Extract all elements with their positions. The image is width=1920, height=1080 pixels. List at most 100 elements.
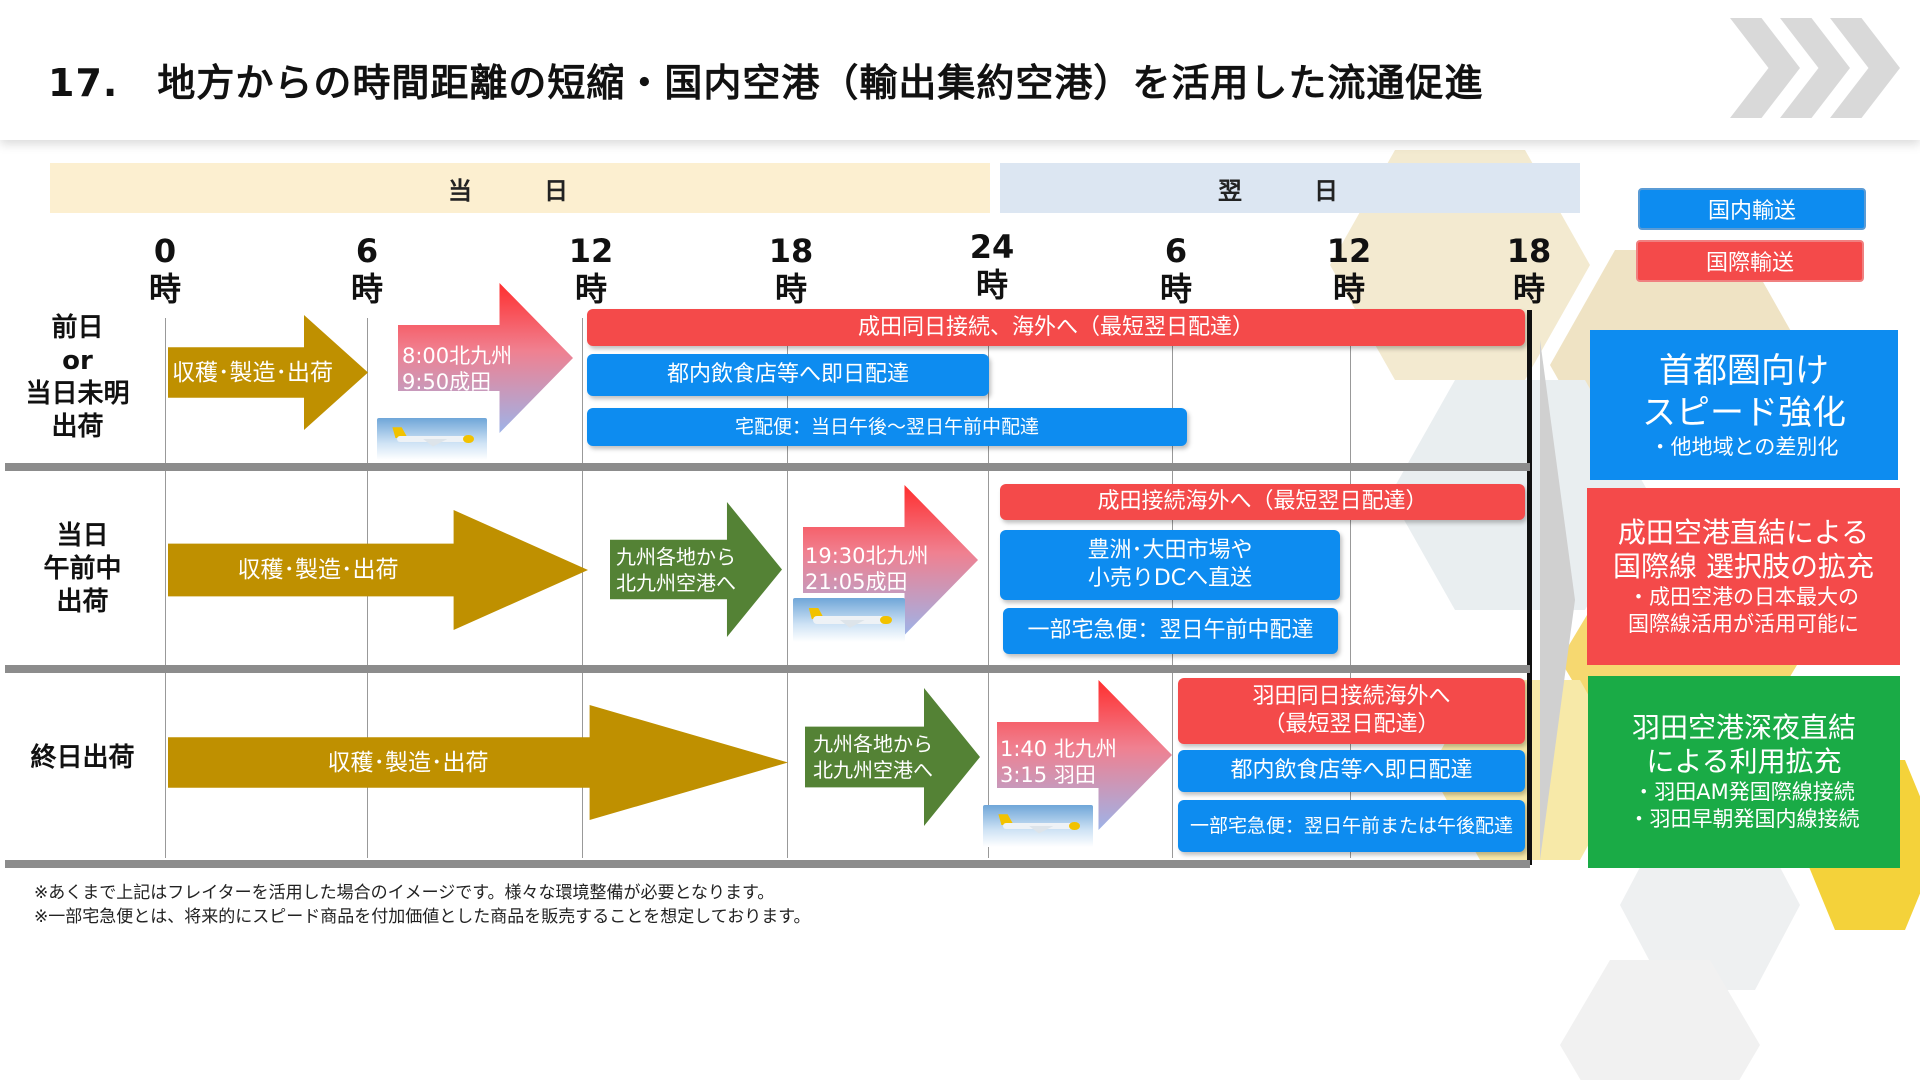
hour-label: 6 [1164,232,1188,270]
hour-label: 18 [768,232,814,270]
result-box-speed: 首都圏向け スピード強化 ・他地域との差別化 [1590,330,1898,480]
hour-unit: 時 [1512,270,1545,308]
row-label-line: 出荷 [56,587,109,617]
day-band-next-day: 翌 日 [1000,163,1580,213]
toyosu-market-bar: 豊洲･大田市場や 小売りDCへ直送 [1000,530,1340,600]
arrow-label: 収穫･製造･出荷 [327,749,489,776]
legend-domestic: 国内輸送 [1638,188,1866,230]
bar-label-line: 小売りDCへ直送 [1087,566,1253,591]
airplane-image [377,418,487,460]
narita-connection-bar: 成田接続海外へ（最短翌日配達） [1000,484,1525,520]
bar-label-line: 羽田同日接続海外へ [1252,684,1451,709]
flight-times: 19:30北九州 21:05成田 [805,543,929,595]
row-label-all-day: 終日出荷 [15,742,150,775]
bar-label: 宅配便：当日午後～翌日午前中配達 [734,416,1039,438]
arrow-label-line: 北九州空港へ [616,570,736,595]
flight-time-line: 9:50成田 [402,370,492,394]
grid-line [787,318,788,858]
airplane-image [983,805,1093,847]
result-heading-line: 羽田空港深夜直結 [1631,711,1856,744]
row-label-line: 午前中 [43,554,122,584]
arrow-label-line: 九州各地から [616,544,736,569]
row-label-line: 当日未明 [25,379,130,409]
bar-label: 都内飲食店等へ即日配達 [1230,758,1473,783]
hour-label: 24 [969,228,1015,266]
legend-international: 国際輸送 [1636,240,1864,282]
legend-international-label: 国際輸送 [1705,251,1794,276]
arrow-label-line: 北九州空港へ [813,758,933,782]
header-bar: 17. 地方からの時間距離の短縮・国内空港（輸出集約空港）を活用した流通促進 [0,0,1920,140]
hour-unit: 時 [574,270,607,308]
result-sub-line: ・羽田早朝発国内線接続 [1628,807,1860,831]
flight-time-line: 8:00北九州 [402,344,513,368]
grid-line [582,318,583,858]
row-label-line: 当日 [56,521,109,551]
express-delivery-bar: 一部宅急便：翌日午前中配達 [1003,608,1338,654]
flight-times: 1:40 北九州 3:15 羽田 [1000,736,1117,788]
footnote: ※あくまで上記はフレイターを活用した場合のイメージです。様々な環境整備が必要とな… [34,883,775,903]
tokyo-restaurant-bar: 都内飲食店等へ即日配達 [1178,750,1525,792]
bar-label: 成田同日接続、海外へ（最短翌日配達） [857,314,1254,340]
hour-unit: 時 [350,270,383,308]
row-label-morning: 当日 午前中 出荷 [20,520,145,619]
hour-unit: 時 [1159,270,1192,308]
slide-title: 17. 地方からの時間距離の短縮・国内空港（輸出集約空港）を活用した流通促進 [48,61,1484,105]
arrow-label: 収穫･製造･出荷 [172,359,333,386]
result-heading-line: 国際線 選択肢の拡充 [1613,549,1874,583]
hour-label: 0 [153,232,177,270]
home-delivery-bar: 宅配便：当日午後～翌日午前中配達 [587,408,1187,446]
arrow-label: 収穫･製造･出荷 [237,557,399,583]
hour-label: 12 [568,232,614,270]
narita-same-day-bar: 成田同日接続、海外へ（最短翌日配達） [587,309,1525,346]
day-band-today: 当 日 [50,163,990,213]
row-separator [5,860,1530,868]
bar-label-line: 豊洲･大田市場や [1087,538,1253,563]
flight-time-line: 3:15 羽田 [1000,763,1096,787]
bar-label: 一部宅急便：翌日午前中配達 [1027,618,1314,643]
hour-label: 6 [355,232,379,270]
result-sub-line: ・成田空港の日本最大の [1628,584,1859,609]
row-separator [5,665,1530,673]
flight-time-line: 21:05成田 [805,570,908,594]
bar-label-line: （最短翌日配達） [1263,712,1440,737]
deadline-line [1527,310,1532,865]
chevron-icon [1730,18,1800,118]
row-label-line: 出荷 [51,412,104,442]
bar-label: 都内飲食店等へ即日配達 [666,362,909,387]
row-label-line: 終日出荷 [30,743,135,773]
footnote: ※一部宅急便とは、将来的にスピード商品を付加価値とした商品を販売することを想定し… [34,907,811,927]
row-label-line: or [62,346,93,376]
result-box-haneda: 羽田空港深夜直結 による利用拡充 ・羽田AM発国際線接続 ・羽田早朝発国内線接続 [1588,676,1900,868]
legend-domestic-label: 国内輸送 [1707,199,1796,224]
day-band-next-day-label: 翌 日 [1218,176,1362,205]
row-label-prev-day: 前日 or 当日未明 出荷 [15,312,140,444]
result-heading-line: 成田空港直結による [1617,515,1870,549]
hour-unit: 時 [1332,270,1365,308]
tokyo-restaurant-bar: 都内飲食店等へ即日配達 [587,354,989,396]
express-delivery-bar: 一部宅急便：翌日午前または午後配達 [1178,800,1525,852]
arrow-label-line: 九州各地から [813,732,933,756]
bar-label: 成田接続海外へ（最短翌日配達） [1097,489,1428,514]
hour-label: 12 [1326,232,1372,270]
result-sub-line: 国際線活用が活用可能に [1628,611,1859,636]
grid-line [1350,318,1351,858]
result-heading-line: 首都圏向け [1659,350,1829,391]
airplane-image [793,598,905,642]
day-band-today-label: 当 日 [448,176,592,205]
hour-unit: 時 [774,270,807,308]
flight-times: 8:00北九州 9:50成田 [402,343,512,395]
grid-line [988,318,989,858]
hour-label: 18 [1506,232,1552,270]
row-label-line: 前日 [51,313,104,343]
bar-label: 一部宅急便：翌日午前または午後配達 [1189,815,1513,837]
flight-time-line: 19:30北九州 [805,544,929,568]
hour-unit: 時 [148,270,181,308]
result-sub-line: ・羽田AM発国際線接続 [1633,780,1855,804]
green-arrow-text: 九州各地から 北九州空港へ [813,731,933,783]
flight-time-line: 1:40 北九州 [1000,737,1117,761]
hour-unit: 時 [975,266,1008,304]
haneda-same-day-bar: 羽田同日接続海外へ （最短翌日配達） [1178,678,1525,744]
result-box-narita: 成田空港直結による 国際線 選択肢の拡充 ・成田空港の日本最大の 国際線活用が活… [1587,488,1900,665]
grid-line [165,318,166,858]
